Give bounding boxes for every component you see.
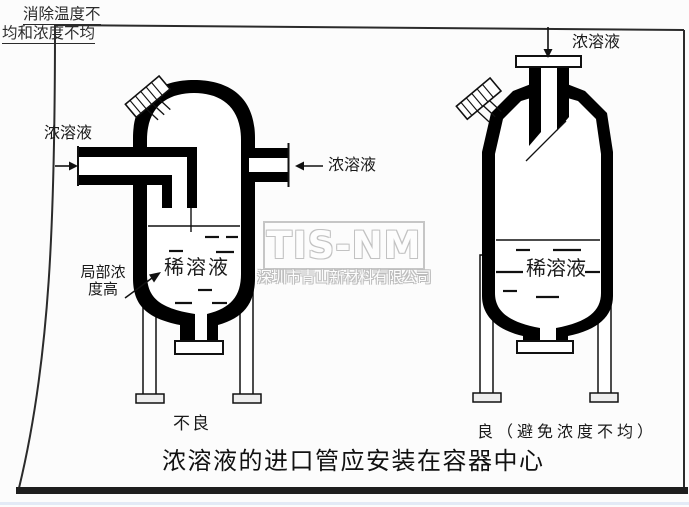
- center-inlet-pipe: [525, 62, 569, 162]
- right-vessel-verdict: 良（避免浓度不均）: [477, 424, 658, 441]
- left-vessel-right-foot: [232, 393, 262, 404]
- right-vessel-right-foot: [589, 392, 619, 403]
- left-vessel: [55, 74, 323, 404]
- figure-caption: 浓溶液的进口管应安装在容器中心: [162, 449, 545, 475]
- right-bottom-flange: [516, 340, 574, 354]
- watermark-logo: TIS-NM: [266, 224, 422, 267]
- right-vessel-interior: [495, 97, 601, 341]
- top-inlet-flange: [515, 55, 582, 68]
- right-inlet-label: 浓溶液: [328, 157, 377, 174]
- top-inlet-label: 浓溶液: [572, 34, 621, 51]
- left-vessel-verdict: 不良: [173, 414, 211, 433]
- left-inlet-pipe: [77, 146, 197, 232]
- left-bottom-flange: [174, 340, 224, 355]
- watermark-logo-box: TIS-NM: [263, 221, 425, 270]
- scan-edge-strip: [0, 502, 689, 505]
- margin-note-line1-text: 消除温度不: [23, 6, 101, 25]
- left-vessel-left-foot: [135, 393, 165, 404]
- local-concentration-annotation: 局部浓度高: [80, 265, 126, 298]
- right-inlet-stub: [248, 143, 290, 187]
- annotation-arrow: [124, 272, 161, 299]
- margin-note-line1: 消除温度不: [23, 6, 101, 25]
- pipe-bevel-line: [525, 120, 567, 162]
- right-inlet-arrow: [295, 161, 323, 171]
- left-inlet-label: 浓溶液: [44, 125, 93, 142]
- watermark-company: 深圳市青山新材料有限公司: [257, 270, 432, 286]
- top-inlet-arrow: [543, 27, 553, 58]
- page-frame: [0, 24, 689, 505]
- right-vessel-left-foot: [472, 392, 502, 403]
- left-inlet-arrow: [55, 161, 78, 171]
- frame-bottom-bar: [16, 487, 688, 494]
- left-liquid-dashes: [169, 235, 238, 305]
- right-dome-nozzle: [455, 76, 503, 123]
- left-vessel-content-label: 稀溶液: [164, 257, 230, 279]
- margin-note-line2-text: 均和浓度不均: [2, 25, 96, 44]
- right-vessel: [455, 27, 619, 403]
- margin-note-line2: 均和浓度不均: [2, 25, 96, 44]
- right-liquid-dashes: [496, 248, 600, 299]
- left-dome-nozzle: [124, 74, 172, 121]
- right-vessel-content-label: 稀溶液: [526, 258, 586, 280]
